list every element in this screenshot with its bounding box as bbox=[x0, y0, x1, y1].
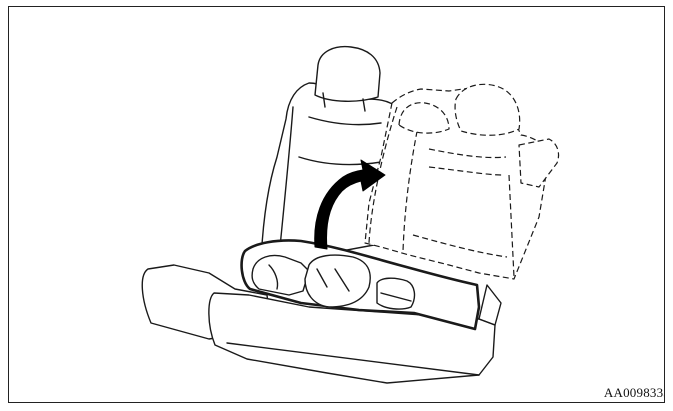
illustration-frame: AA0098333 bbox=[8, 6, 665, 403]
folded-cushion-dashed bbox=[365, 84, 559, 279]
figure-code: AA0098333 bbox=[604, 385, 665, 401]
rear-seat-illustration bbox=[9, 7, 665, 403]
